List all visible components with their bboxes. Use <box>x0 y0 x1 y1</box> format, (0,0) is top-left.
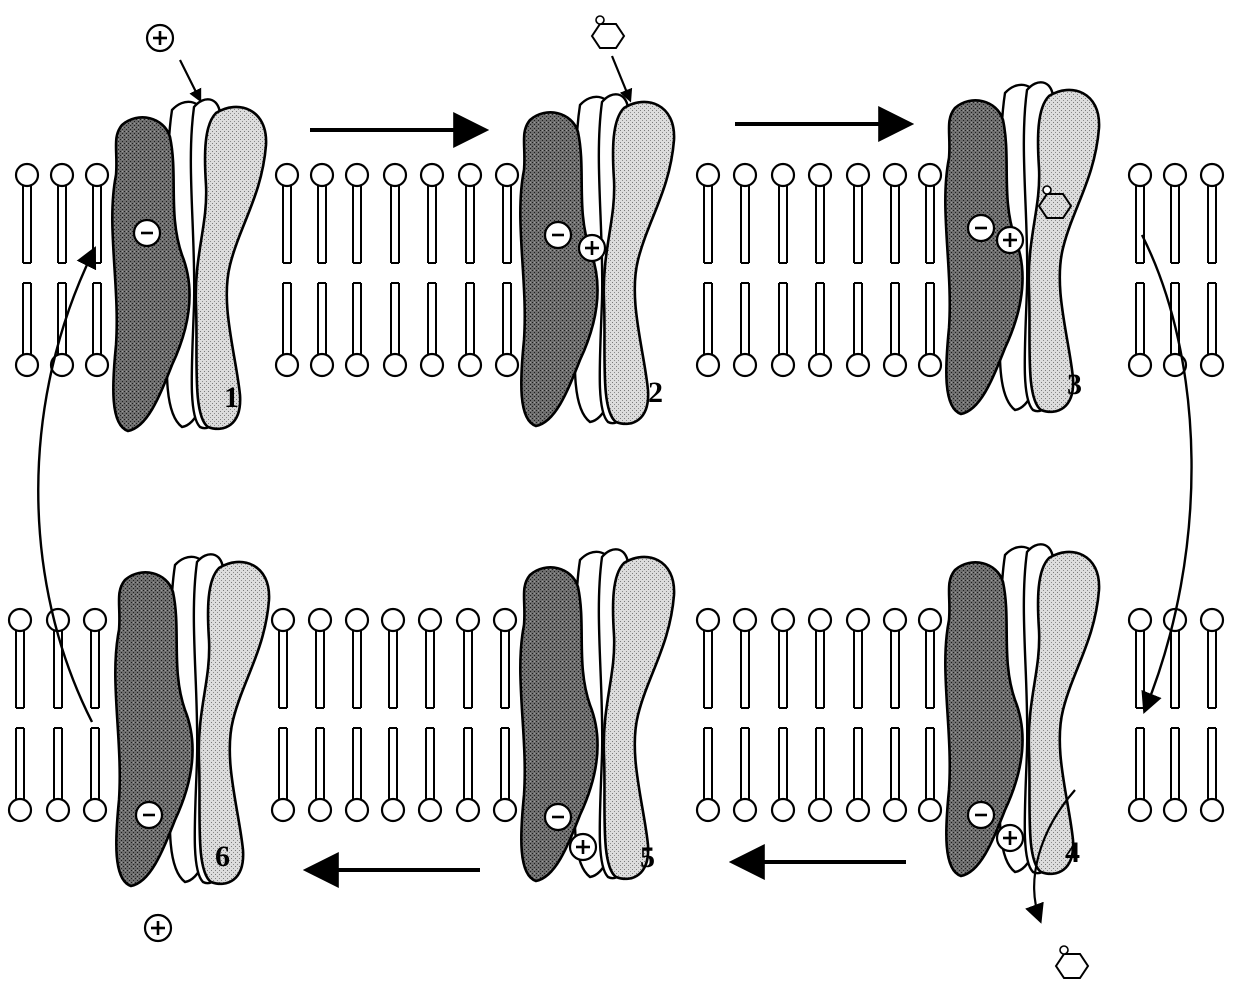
lipid-molecule <box>384 164 406 376</box>
transporter-state-5: 5 <box>520 549 674 881</box>
lipid-molecule <box>86 164 108 376</box>
lipid-molecule <box>457 609 479 821</box>
lipid-molecule <box>496 164 518 376</box>
lipid-molecule <box>734 609 756 821</box>
lipid-molecule <box>309 609 331 821</box>
lipid-molecule <box>809 164 831 376</box>
lipid-molecule <box>9 609 31 821</box>
released-ion <box>145 915 171 941</box>
lipid-molecule <box>16 164 38 376</box>
plus-ion-icon <box>579 235 605 261</box>
lipid-molecule <box>1129 609 1151 821</box>
lipid-molecule <box>272 609 294 821</box>
minus-site-icon <box>545 222 571 248</box>
state-number-5: 5 <box>640 841 655 874</box>
transporter-state-2: 2 <box>520 94 674 426</box>
minus-site-icon <box>968 802 994 828</box>
lipid-molecule <box>459 164 481 376</box>
lipid-molecule <box>1201 609 1223 821</box>
incoming-ion <box>147 25 200 100</box>
state-number-2: 2 <box>648 376 663 409</box>
lipid-molecule <box>346 164 368 376</box>
substrate-ring-icon <box>592 16 624 48</box>
arrow-3-to-4 <box>1142 235 1192 710</box>
lipid-molecule <box>734 164 756 376</box>
lipid-molecule <box>494 609 516 821</box>
lipid-molecule <box>1201 164 1223 376</box>
lipid-molecule <box>346 609 368 821</box>
lipid-molecule <box>884 164 906 376</box>
plus-ion-icon <box>997 825 1023 851</box>
plus-ion-icon <box>997 227 1023 253</box>
lipid-molecule <box>421 164 443 376</box>
lipid-molecule <box>847 609 869 821</box>
lipid-molecule <box>919 609 941 821</box>
transporter-state-4: 4 <box>945 544 1099 876</box>
lipid-molecule <box>697 609 719 821</box>
lipid-molecule <box>276 164 298 376</box>
state-number-4: 4 <box>1065 836 1080 869</box>
lipid-molecule <box>1129 164 1151 376</box>
plus-ion-icon <box>570 834 596 860</box>
lipid-molecule <box>51 164 73 376</box>
transporter-state-1: 1 <box>112 99 266 431</box>
state-number-6: 6 <box>215 840 230 873</box>
minus-site-icon <box>134 220 160 246</box>
lipid-molecule <box>884 609 906 821</box>
transporter-state-3: 3 <box>945 82 1099 414</box>
minus-site-icon <box>968 215 994 241</box>
lipid-molecule <box>772 609 794 821</box>
lipid-molecule <box>1164 164 1186 376</box>
minus-site-icon <box>545 804 571 830</box>
plus-ion-icon <box>147 25 173 51</box>
incoming-substrate <box>592 16 630 100</box>
state-number-3: 3 <box>1067 368 1082 401</box>
state-number-1: 1 <box>224 381 239 414</box>
lipid-molecule <box>847 164 869 376</box>
transporter-state-6: 6 <box>115 554 269 886</box>
arrow-6-to-1 <box>38 250 94 722</box>
lipid-molecule <box>697 164 719 376</box>
lipid-molecule <box>419 609 441 821</box>
minus-site-icon <box>136 802 162 828</box>
plus-ion-icon <box>145 915 171 941</box>
lipid-molecule <box>919 164 941 376</box>
lipid-molecule <box>382 609 404 821</box>
lipid-molecule <box>809 609 831 821</box>
lipid-molecule <box>47 609 69 821</box>
lipid-molecule <box>311 164 333 376</box>
lipid-molecule <box>772 164 794 376</box>
substrate-ring-icon <box>1056 946 1088 978</box>
